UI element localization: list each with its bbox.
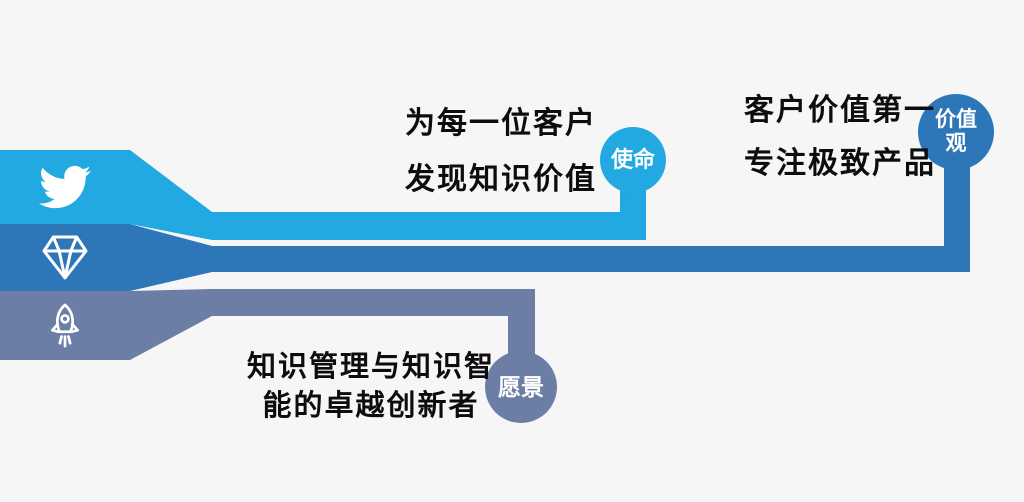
vision-badge-label: 愿景 (498, 373, 544, 400)
diamond-icon (42, 234, 88, 279)
mission-pipe-horizontal (212, 212, 646, 240)
values-badge: 价值 观 (918, 94, 994, 170)
vision-badge: 愿景 (485, 351, 557, 423)
vision-caption-line1: 知识管理与知识智 (246, 351, 495, 383)
values-caption-line2: 专注极致产品 (744, 147, 936, 180)
vision-caption-line2: 能的卓越创新者 (262, 390, 480, 422)
mission-caption-line2: 发现知识价值 (405, 163, 597, 196)
vision-funnel-shape (130, 289, 212, 360)
vision-caption: 知识管理与知识智 能的卓越创新者 (246, 348, 496, 426)
funnel-connector (130, 150, 212, 360)
mission-funnel-shape (130, 150, 212, 240)
rocket-icon (51, 303, 79, 347)
vision-pipe-horizontal (212, 289, 535, 316)
values-caption: 客户价值第一 专注极致产品 (744, 84, 936, 190)
values-badge-label-line1: 价值 (935, 107, 977, 131)
mission-badge: 使命 (600, 127, 666, 193)
values-funnel-shape (130, 224, 212, 291)
vision-block (0, 291, 130, 360)
values-caption-line1: 客户价值第一 (744, 94, 936, 127)
values-block (0, 224, 130, 291)
dove-icon (39, 165, 91, 209)
mission-caption: 为每一位客户 发现知识价值 (405, 96, 597, 208)
mission-block (0, 150, 130, 224)
mission-badge-label: 使命 (610, 147, 655, 173)
mission-caption-line1: 为每一位客户 (405, 107, 597, 140)
values-pipe-horizontal (212, 246, 970, 272)
values-badge-label-line2: 观 (945, 132, 967, 155)
